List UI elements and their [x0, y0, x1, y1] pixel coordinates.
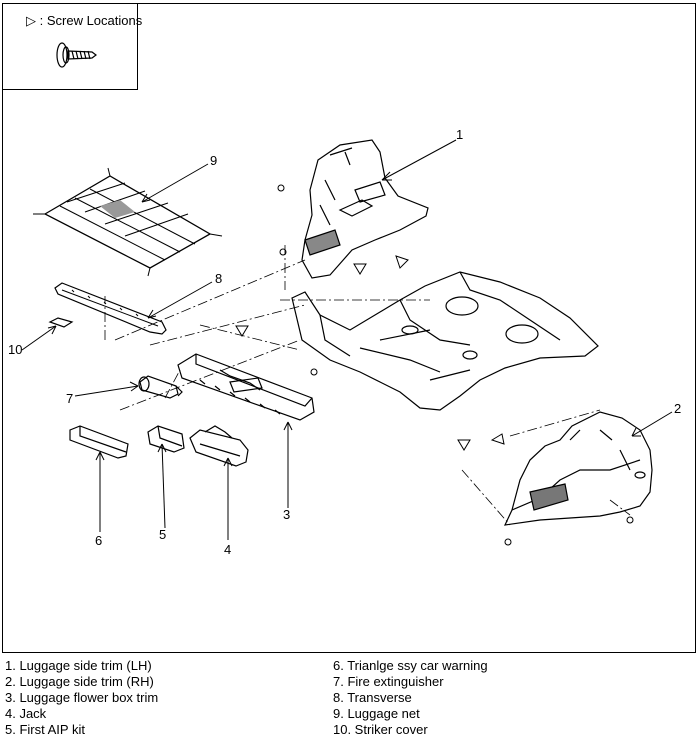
parts-list: 1. Luggage side trim (LH) 2. Luggage sid… [0, 656, 700, 741]
exploded-parts-diagram [21, 139, 673, 546]
callout-3: 3 [283, 507, 291, 522]
transverse-trim [54, 282, 167, 335]
callout-leaders [21, 139, 673, 540]
part-item-10: 10. Striker cover [333, 722, 428, 737]
part-item-7: 7. Fire extinguisher [333, 674, 444, 689]
luggage-net [33, 167, 223, 277]
side-trim-rh [503, 411, 653, 526]
part-item-2: 2. Luggage side trim (RH) [5, 674, 154, 689]
fire-extinguisher [138, 375, 183, 399]
screw-nuts [277, 184, 634, 546]
callout-9: 9 [210, 153, 218, 168]
flower-box-trim [177, 353, 315, 421]
callout-6: 6 [95, 533, 103, 548]
screw-icon [56, 42, 97, 68]
screw-legend: ▷ : Screw Locations [2, 3, 142, 90]
side-trim-lh [301, 139, 429, 279]
legend-label: ▷ : Screw Locations [26, 13, 143, 28]
callout-5: 5 [159, 527, 167, 542]
warning-triangle-case [69, 425, 129, 459]
callout-1: 1 [456, 127, 464, 142]
part-item-5: 5. First AIP kit [5, 722, 85, 737]
callout-10: 10 [8, 342, 23, 357]
part-item-4: 4. Jack [5, 706, 47, 721]
screw-location-markers [235, 255, 505, 451]
part-item-1: 1. Luggage side trim (LH) [5, 658, 152, 673]
part-item-9: 9. Luggage net [333, 706, 420, 721]
floor-pan [291, 271, 599, 411]
part-item-6: 6. Trianlge ssy car warning [333, 658, 488, 673]
callout-2: 2 [674, 401, 682, 416]
callout-8: 8 [215, 271, 223, 286]
diagram-frame [2, 3, 696, 653]
part-item-3: 3. Luggage flower box trim [5, 690, 159, 705]
callout-7: 7 [66, 391, 74, 406]
part-item-8: 8. Transverse [333, 690, 412, 705]
jack [189, 425, 249, 467]
striker-cover [48, 317, 74, 328]
first-aid-kit [147, 425, 185, 453]
callout-4: 4 [224, 542, 232, 557]
